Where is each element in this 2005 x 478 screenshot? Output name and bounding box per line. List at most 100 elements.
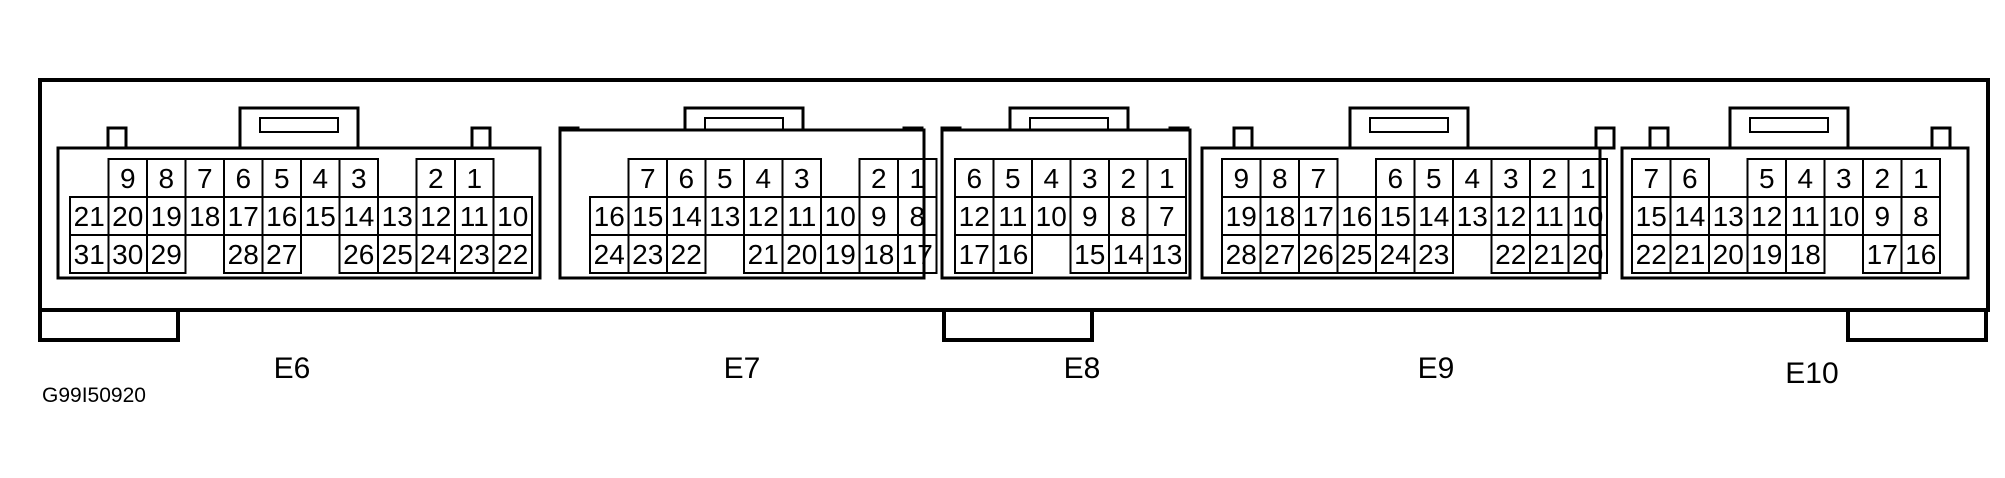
pin-number: 6 (1387, 163, 1403, 194)
connector-tab (106, 126, 128, 150)
pin-number: 8 (1913, 201, 1929, 232)
pin-number: 16 (1341, 201, 1372, 232)
connector-latch (1728, 106, 1850, 150)
pin-number: 2 (871, 163, 887, 194)
pin-number: 27 (1264, 239, 1295, 270)
pin-number: 2 (1874, 163, 1890, 194)
pin-number: 5 (1426, 163, 1442, 194)
pin-number: 13 (1151, 239, 1182, 270)
pin-number: 28 (228, 239, 259, 270)
connector-latch (238, 106, 360, 150)
pin-number: 5 (1005, 163, 1021, 194)
pin-number: 8 (1272, 163, 1288, 194)
pin-number: 11 (1535, 201, 1564, 232)
pin-number: 19 (1226, 201, 1257, 232)
pin-number: 6 (678, 163, 694, 194)
pin-number: 5 (274, 163, 290, 194)
pin-number: 11 (460, 201, 489, 232)
pin-number: 8 (158, 163, 174, 194)
pin-number: 9 (1233, 163, 1249, 194)
pin-number: 3 (1082, 163, 1098, 194)
pin-number: 27 (266, 239, 297, 270)
pin-number: 14 (671, 201, 702, 232)
pin-number: 8 (909, 201, 925, 232)
pin-number: 20 (786, 239, 817, 270)
pin-number: 10 (1572, 201, 1603, 232)
pin-number: 6 (235, 163, 251, 194)
pin-number: 22 (497, 239, 528, 270)
connector-body (940, 128, 1192, 280)
latch-slot (1369, 117, 1449, 133)
pin-number: 7 (197, 163, 213, 194)
pin-number: 23 (632, 239, 663, 270)
pin-number: 1 (909, 163, 925, 194)
figure-code: G99I50920 (42, 384, 146, 407)
pin-number: 9 (120, 163, 136, 194)
pin-number: 29 (151, 239, 182, 270)
ecu-housing-outline (38, 78, 1990, 342)
pin-number: 6 (1682, 163, 1698, 194)
pin-number: 23 (1418, 239, 1449, 270)
pin-number: 14 (1418, 201, 1449, 232)
pin-number: 15 (632, 201, 663, 232)
pin-number: 12 (1751, 201, 1782, 232)
pin-number: 3 (351, 163, 367, 194)
pin-number: 10 (497, 201, 528, 232)
connector-body (558, 128, 926, 280)
pin-number: 13 (1713, 201, 1744, 232)
pin-number: 8 (1120, 201, 1136, 232)
pin-number: 16 (594, 201, 625, 232)
pin-number: 24 (420, 239, 451, 270)
pin-number: 7 (1310, 163, 1326, 194)
pin-number: 15 (1636, 201, 1667, 232)
pin-number: 7 (640, 163, 656, 194)
pin-number: 21 (1534, 239, 1565, 270)
pin-number: 18 (1264, 201, 1295, 232)
pin-number: 16 (997, 239, 1028, 270)
pin-number: 26 (1303, 239, 1334, 270)
pin-number: 14 (1113, 239, 1144, 270)
connector-body (1200, 146, 1602, 280)
pin-number: 24 (1380, 239, 1411, 270)
pin-number: 19 (151, 201, 182, 232)
pin-number: 11 (1791, 201, 1820, 232)
latch-slot (1749, 117, 1829, 133)
pin-number: 11 (998, 201, 1027, 232)
pin-cell (897, 234, 938, 274)
pin-number: 17 (228, 201, 259, 232)
pin-number: 4 (312, 163, 328, 194)
pin-number: 2 (1120, 163, 1136, 194)
pin-number: 13 (709, 201, 740, 232)
pin-cell (1146, 234, 1187, 274)
connector-tab (1648, 126, 1670, 150)
pin-number: 26 (343, 239, 374, 270)
pin-number: 5 (1759, 163, 1775, 194)
pin-number: 16 (1905, 239, 1936, 270)
pin-number: 1 (1913, 163, 1929, 194)
pin-number: 20 (1713, 239, 1744, 270)
pin-number: 22 (671, 239, 702, 270)
pin-number: 24 (594, 239, 625, 270)
pin-cell (146, 234, 187, 274)
connector-tab (470, 126, 492, 150)
pin-cell (666, 234, 707, 274)
connector-label: E9 (1418, 352, 1455, 385)
pin-number: 6 (966, 163, 982, 194)
pin-number: 7 (1643, 163, 1659, 194)
pin-cell (1785, 234, 1826, 274)
pin-cell (1413, 234, 1454, 274)
pin-cell (492, 234, 533, 274)
connector-latch (1348, 106, 1470, 150)
pin-number: 17 (902, 239, 933, 270)
pin-number: 1 (1580, 163, 1596, 194)
pin-number: 15 (1074, 239, 1105, 270)
pin-number: 15 (305, 201, 336, 232)
pin-number: 19 (825, 239, 856, 270)
pin-number: 19 (1751, 239, 1782, 270)
